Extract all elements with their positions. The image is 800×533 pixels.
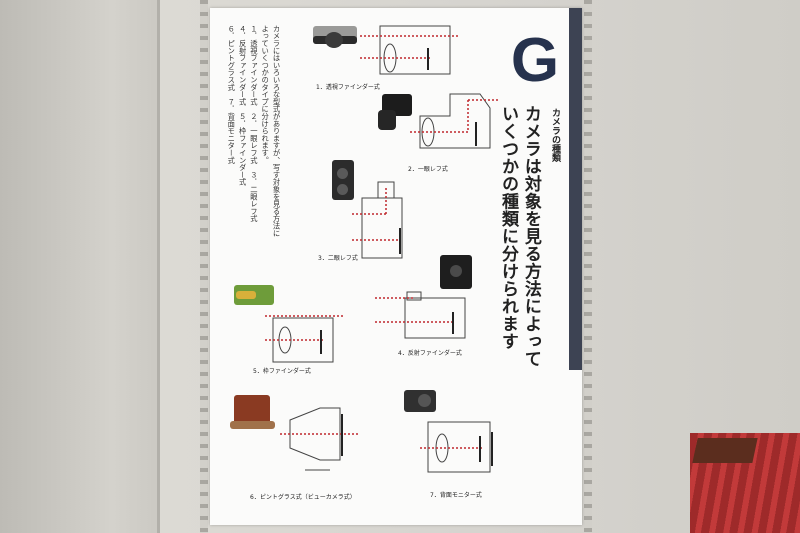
- bellows-camera-top: [692, 438, 758, 463]
- board-subtitle: カメラの種類: [550, 108, 560, 162]
- caption-2: 2．一眼レフ式: [408, 166, 448, 173]
- caption-1: 1．透視ファインダー式: [316, 84, 380, 91]
- diagram-rear-monitor: [420, 421, 493, 473]
- section-letter: G: [510, 26, 560, 95]
- intro-line-5: ６．ピントグラス式 ７．背面モニター式: [227, 25, 237, 164]
- board-headline: カメラは対象を見る方法によって いくつかの種類に分けられます: [496, 105, 542, 368]
- intro-line-3: １．透視ファインダー式 ２．一眼レフ式 ３．二眼レフ式: [249, 25, 259, 223]
- diagram-reflex-finder: [375, 291, 466, 339]
- caption-5: 5．枠ファインダー式: [253, 368, 311, 375]
- diagram-tlr: [352, 181, 403, 259]
- display-rail-left: [200, 0, 208, 533]
- diagram-ground-glass: [280, 407, 360, 471]
- intro-line-2: よっていくつかのタイプに分けられます。: [261, 25, 271, 164]
- camera-photo-box: [440, 255, 472, 289]
- camera-photo-slr: [376, 94, 412, 130]
- board-side-bar: [569, 8, 582, 370]
- headline-line-2: いくつかの種類に分けられます: [497, 105, 518, 350]
- camera-photo-disposable: [234, 285, 274, 305]
- caption-4: 4．反射ファインダー式: [398, 350, 462, 357]
- display-rail-right: [584, 0, 592, 533]
- intro-line-4: ４．反射ファインダー式 ５．枠ファインダー式: [238, 25, 248, 186]
- camera-photo-rangefinder: [313, 22, 357, 48]
- caption-7: 7．背面モニター式: [430, 492, 482, 499]
- glass-case-left: [0, 0, 160, 533]
- caption-6: 6．ピントグラス式（ビューカメラ式）: [250, 494, 356, 501]
- glass-edge: [157, 0, 160, 533]
- caption-3: 3．二眼レフ式: [318, 255, 358, 262]
- diagram-frame-finder: [265, 315, 345, 363]
- camera-photo-tlr: [332, 160, 354, 200]
- intro-line-1: カメラにはいろいろな型式がありますが、写す対象を見る方法に: [272, 25, 282, 237]
- diagram-see-through-finder: [360, 25, 458, 75]
- headline-line-1: カメラは対象を見る方法によって: [520, 105, 541, 368]
- intro-text: カメラにはいろいろな型式がありますが、写す対象を見る方法に よっていくつかのタイ…: [226, 25, 282, 237]
- camera-photo-view-camera: [230, 395, 275, 430]
- camera-photo-digital-compact: [404, 390, 436, 412]
- diagram-slr: [410, 93, 498, 149]
